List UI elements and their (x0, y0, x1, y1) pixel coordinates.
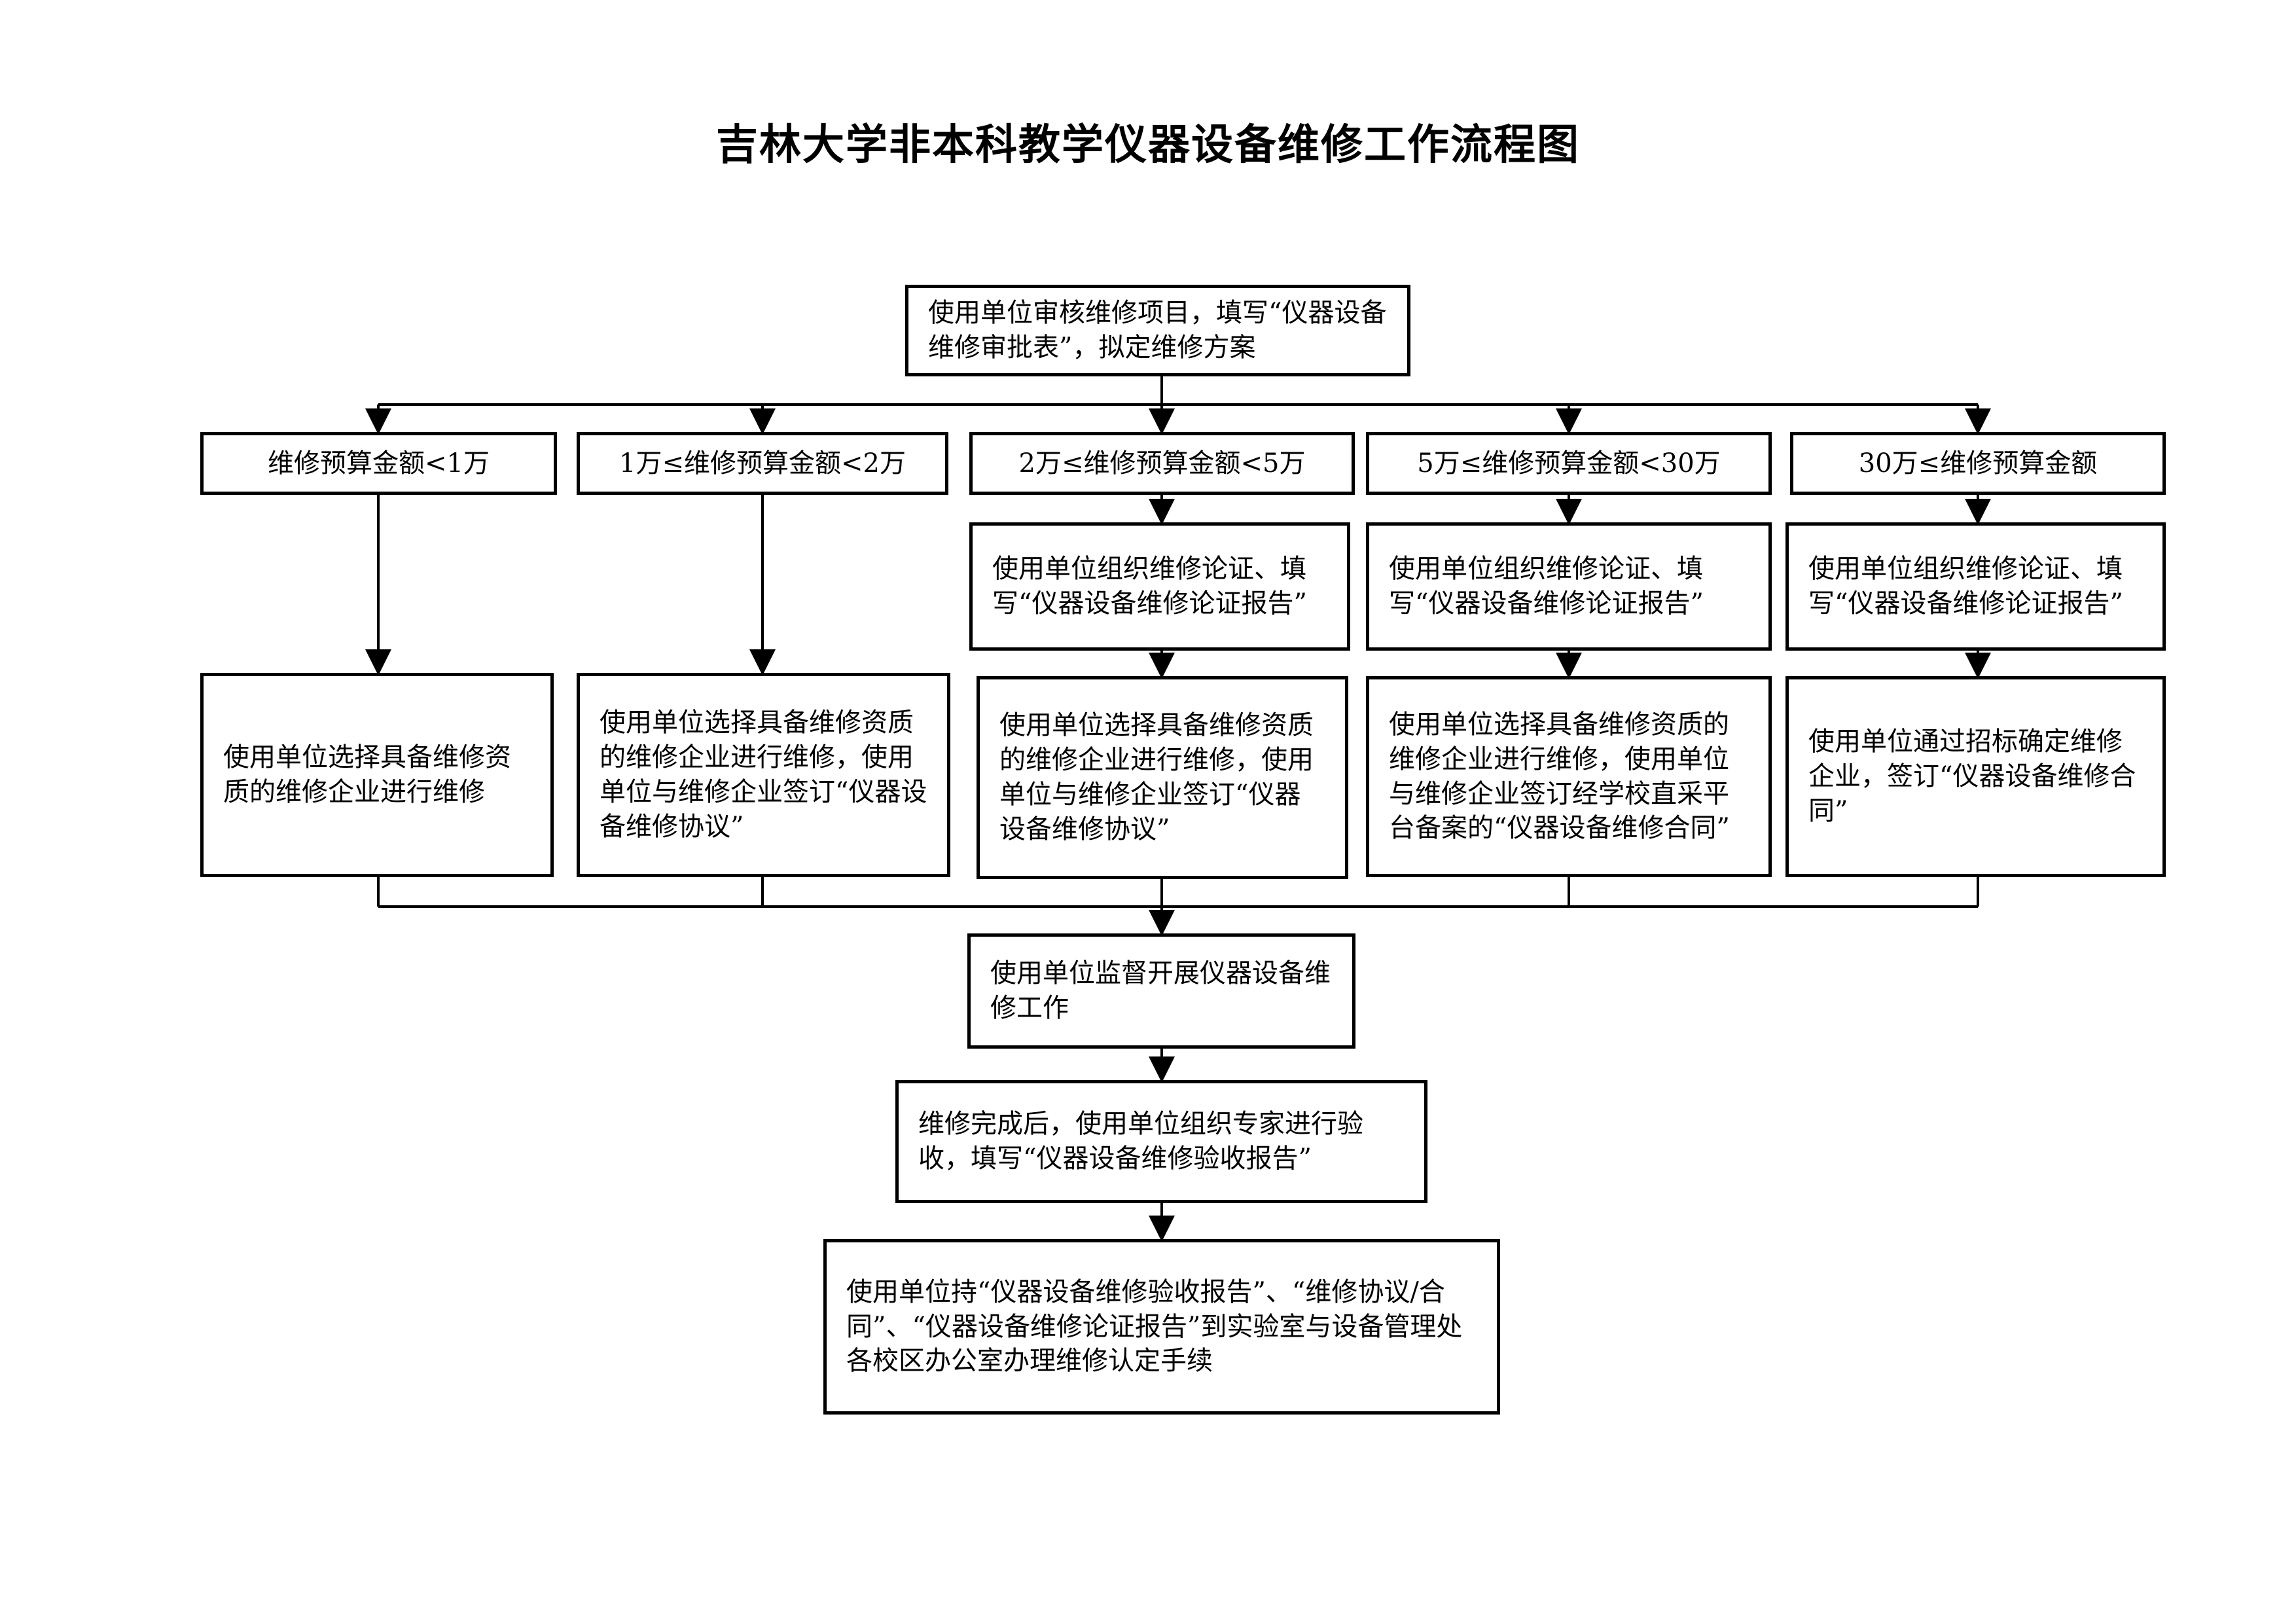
selection-text-tier-3: 使用单位选择具备维修资质的维修企业进行维修，使用单位与维修企业签订“仪器设备维修… (999, 710, 1314, 844)
budget-tier-1-box: 维修预算金额<1万 (200, 432, 557, 495)
selection-text-tier-1: 使用单位选择具备维修资质的维修企业进行维修 (223, 742, 511, 807)
selection-box-tier-2: 使用单位选择具备维修资质的维修企业进行维修，使用单位与维修企业签订“仪器设备维修… (577, 673, 950, 877)
page-title: 吉林大学非本科教学仪器设备维修工作流程图 (716, 120, 1580, 170)
start-approval-box: 使用单位审核维修项目，填写“仪器设备维修审批表”，拟定维修方案 (905, 285, 1410, 376)
selection-text-tier-5: 使用单位通过招标确定维修企业，签订“仪器设备维修合同” (1808, 727, 2136, 826)
final-certification-text: 使用单位持“仪器设备维修验收报告”、“维修协议/合同”、“仪器设备维修论证报告”… (846, 1276, 1463, 1377)
demonstration-box-tier-3: 使用单位组织维修论证、填写“仪器设备维修论证报告” (969, 522, 1350, 651)
demonstration-text-tier-4: 使用单位组织维修论证、填写“仪器设备维修论证报告” (1389, 554, 1704, 619)
budget-tier-3-label: 2万≤维修预算金额<5万 (1018, 448, 1306, 478)
demonstration-text-tier-5: 使用单位组织维修论证、填写“仪器设备维修论证报告” (1808, 554, 2123, 619)
selection-box-tier-1: 使用单位选择具备维修资质的维修企业进行维修 (200, 673, 554, 877)
budget-tier-2-box: 1万≤维修预算金额<2万 (577, 432, 948, 495)
acceptance-text: 维修完成后，使用单位组织专家进行验收，填写“仪器设备维修验收报告” (918, 1109, 1363, 1174)
budget-tier-2-label: 1万≤维修预算金额<2万 (619, 448, 906, 478)
selection-box-tier-5: 使用单位通过招标确定维修企业，签订“仪器设备维修合同” (1785, 676, 2166, 877)
budget-tier-5-label: 30万≤维修预算金额 (1858, 448, 2098, 478)
selection-box-tier-4: 使用单位选择具备维修资质的维修企业进行维修，使用单位与维修企业签订经学校直采平台… (1366, 676, 1772, 877)
demonstration-text-tier-3: 使用单位组织维修论证、填写“仪器设备维修论证报告” (992, 554, 1307, 619)
selection-box-tier-3: 使用单位选择具备维修资质的维修企业进行维修，使用单位与维修企业签订“仪器设备维修… (977, 676, 1348, 879)
demonstration-box-tier-5: 使用单位组织维修论证、填写“仪器设备维修论证报告” (1785, 522, 2166, 651)
budget-tier-3-box: 2万≤维修预算金额<5万 (969, 432, 1355, 495)
final-certification-box: 使用单位持“仪器设备维修验收报告”、“维修协议/合同”、“仪器设备维修论证报告”… (823, 1239, 1500, 1415)
acceptance-box: 维修完成后，使用单位组织专家进行验收，填写“仪器设备维修验收报告” (895, 1080, 1427, 1203)
supervise-text: 使用单位监督开展仪器设备维修工作 (990, 958, 1331, 1023)
supervise-box: 使用单位监督开展仪器设备维修工作 (967, 933, 1355, 1049)
budget-tier-5-box: 30万≤维修预算金额 (1790, 432, 2166, 495)
start-approval-text: 使用单位审核维修项目，填写“仪器设备维修审批表”，拟定维修方案 (928, 298, 1387, 363)
budget-tier-4-label: 5万≤维修预算金额<30万 (1417, 448, 1721, 478)
demonstration-box-tier-4: 使用单位组织维修论证、填写“仪器设备维修论证报告” (1366, 522, 1772, 651)
budget-tier-1-label: 维修预算金额<1万 (268, 448, 490, 478)
budget-tier-4-box: 5万≤维修预算金额<30万 (1366, 432, 1772, 495)
selection-text-tier-4: 使用单位选择具备维修资质的维修企业进行维修，使用单位与维修企业签订经学校直采平台… (1389, 709, 1730, 844)
selection-text-tier-2: 使用单位选择具备维修资质的维修企业进行维修，使用单位与维修企业签订“仪器设备维修… (600, 708, 927, 842)
